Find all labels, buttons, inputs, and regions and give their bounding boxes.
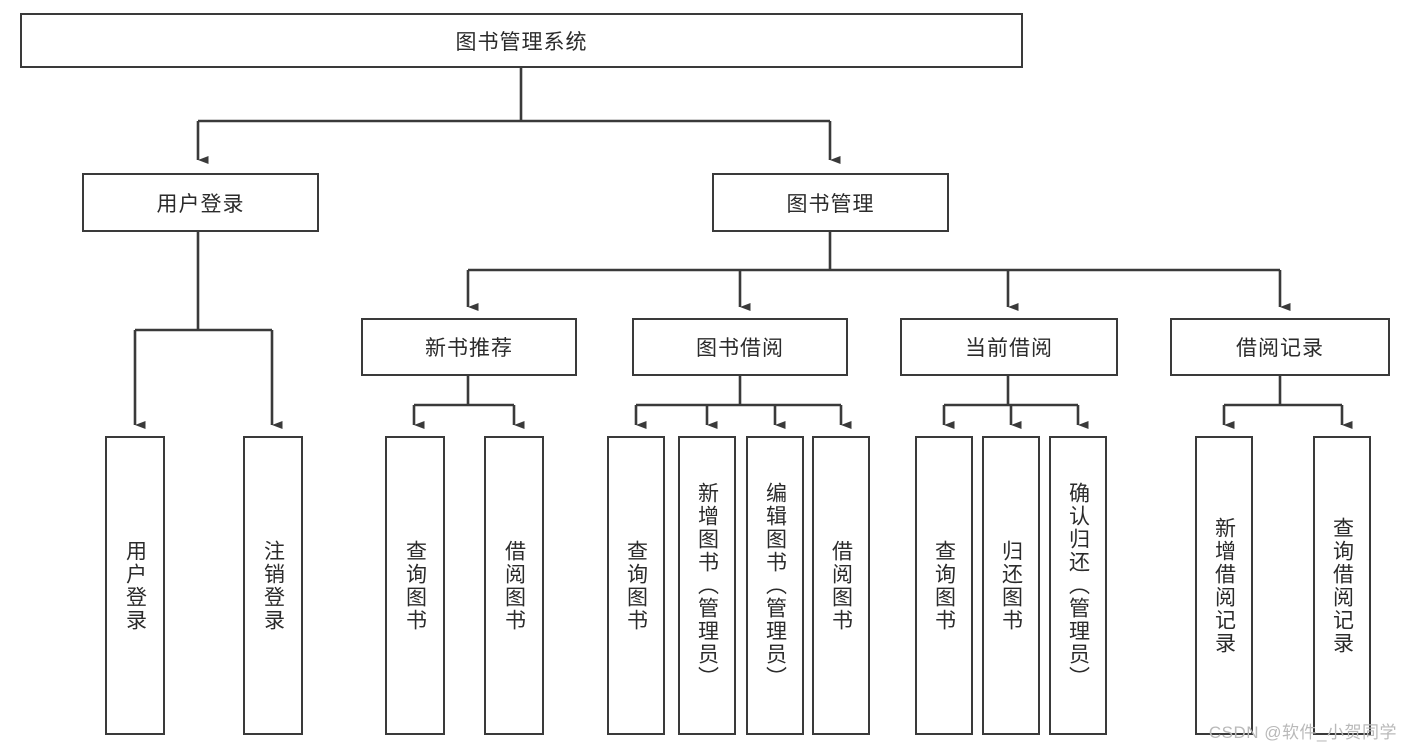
leaf-query-book-1-label: 查询图书 — [403, 539, 427, 632]
leaf-query-borrow-record-label: 查询借阅记录 — [1330, 516, 1354, 655]
node-borrow-record[interactable]: 借阅记录 — [1170, 318, 1390, 376]
leaf-add-book-admin[interactable]: 新增图书（管理员） — [678, 436, 736, 735]
leaf-add-borrow-record[interactable]: 新增借阅记录 — [1195, 436, 1253, 735]
leaf-add-borrow-record-label: 新增借阅记录 — [1212, 516, 1236, 655]
node-root[interactable]: 图书管理系统 — [20, 13, 1023, 68]
leaf-add-book-admin-label: 新增图书（管理员） — [695, 482, 719, 689]
leaf-user-logout[interactable]: 注销登录 — [243, 436, 303, 735]
leaf-user-login[interactable]: 用户登录 — [105, 436, 165, 735]
leaf-edit-book-admin-label: 编辑图书（管理员） — [763, 482, 787, 689]
leaf-borrow-book-2-label: 借阅图书 — [829, 539, 853, 632]
node-book-management[interactable]: 图书管理 — [712, 173, 949, 232]
node-current-borrow[interactable]: 当前借阅 — [900, 318, 1118, 376]
leaf-user-login-label: 用户登录 — [123, 539, 147, 632]
leaf-borrow-book-1[interactable]: 借阅图书 — [484, 436, 544, 735]
node-user-login-label: 用户登录 — [156, 192, 245, 216]
node-new-book-recommend[interactable]: 新书推荐 — [361, 318, 577, 376]
node-book-management-label: 图书管理 — [786, 192, 875, 216]
node-current-borrow-label: 当前借阅 — [965, 337, 1053, 360]
leaf-query-book-2-label: 查询图书 — [624, 539, 648, 632]
leaf-borrow-book-1-label: 借阅图书 — [502, 539, 526, 632]
leaf-borrow-book-2[interactable]: 借阅图书 — [812, 436, 870, 735]
leaf-edit-book-admin[interactable]: 编辑图书（管理员） — [746, 436, 804, 735]
node-book-borrow-label: 图书借阅 — [696, 337, 784, 360]
leaf-user-logout-label: 注销登录 — [261, 539, 285, 632]
leaf-confirm-return-admin-label: 确认归还（管理员） — [1066, 482, 1090, 689]
node-borrow-record-label: 借阅记录 — [1236, 337, 1324, 360]
node-root-label: 图书管理系统 — [455, 30, 588, 54]
node-new-book-recommend-label: 新书推荐 — [425, 337, 513, 360]
watermark-text: CSDN @软件_小贺同学 — [1208, 723, 1397, 742]
leaf-confirm-return-admin[interactable]: 确认归还（管理员） — [1049, 436, 1107, 735]
leaf-query-book-2[interactable]: 查询图书 — [607, 436, 665, 735]
leaf-query-book-1[interactable]: 查询图书 — [385, 436, 445, 735]
leaf-query-book-3-label: 查询图书 — [932, 539, 956, 632]
leaf-query-borrow-record[interactable]: 查询借阅记录 — [1313, 436, 1371, 735]
leaf-return-book-label: 归还图书 — [999, 539, 1023, 632]
node-user-login[interactable]: 用户登录 — [82, 173, 319, 232]
node-book-borrow[interactable]: 图书借阅 — [632, 318, 848, 376]
leaf-return-book[interactable]: 归还图书 — [982, 436, 1040, 735]
leaf-query-book-3[interactable]: 查询图书 — [915, 436, 973, 735]
